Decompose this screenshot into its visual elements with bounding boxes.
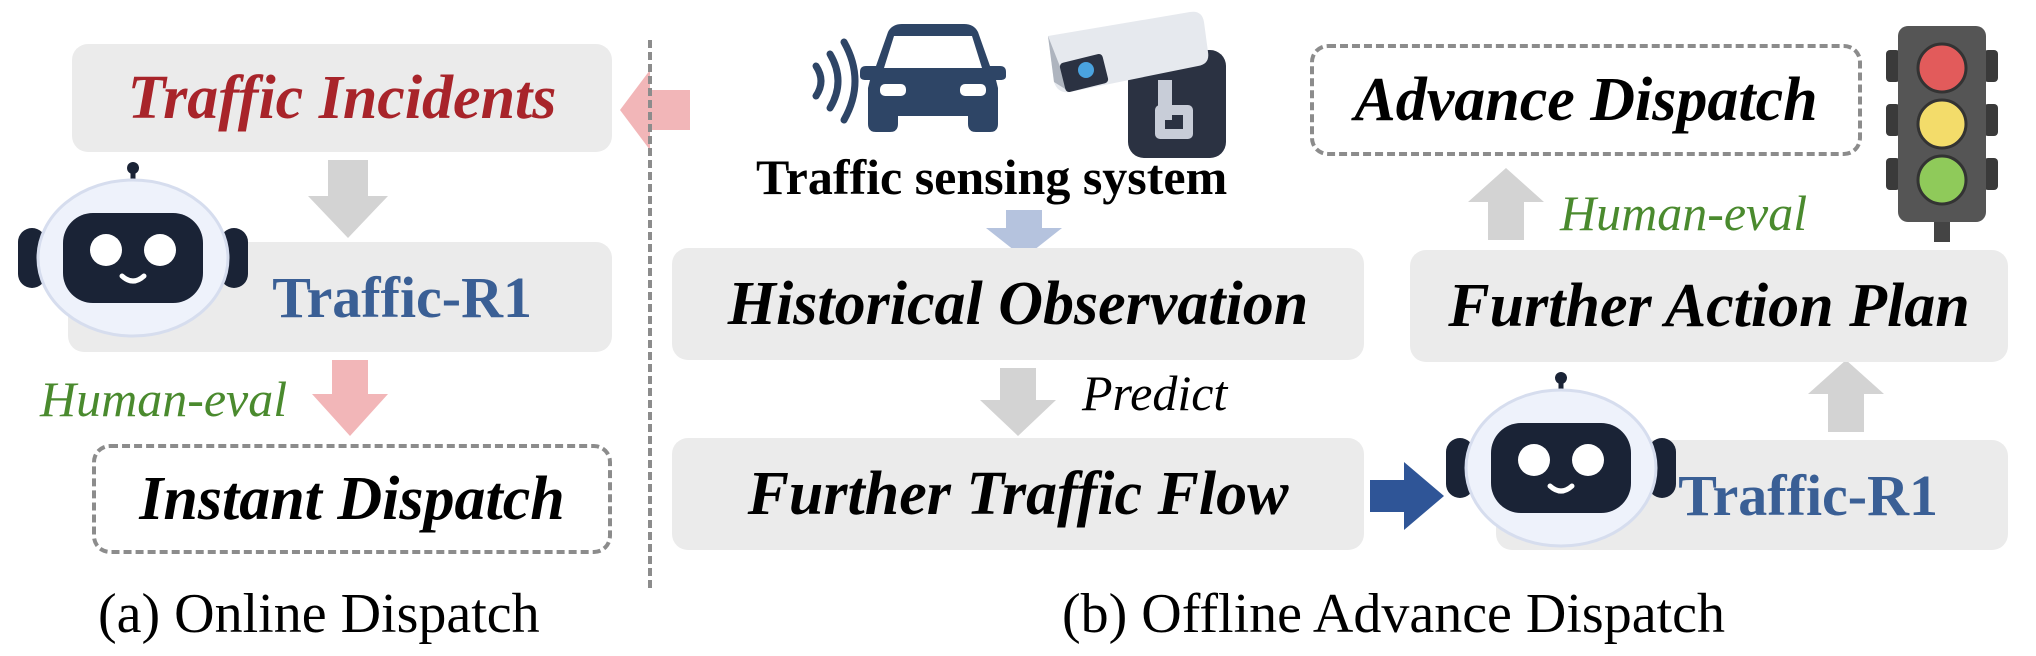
further-traffic-flow-label: Further Traffic Flow: [747, 459, 1289, 528]
advance-dispatch-box: Advance Dispatch: [1310, 44, 1862, 156]
traffic-r1-label-online: Traffic-R1: [272, 264, 532, 330]
section-divider: [648, 40, 652, 588]
predict-arrow: [980, 368, 1056, 436]
incident-feed-arrow: [620, 70, 690, 150]
car-icon: [860, 24, 1006, 132]
sensing-arrow: [986, 210, 1062, 258]
flow-to-model-arrow: [1370, 462, 1444, 530]
instant-dispatch-box: Instant Dispatch: [92, 444, 612, 554]
caption-online: (a) Online Dispatch: [98, 583, 540, 645]
traffic-incidents-label: Traffic Incidents: [127, 63, 557, 132]
predict-label: Predict: [1082, 365, 1228, 421]
further-action-plan-box: Further Action Plan: [1410, 250, 2008, 362]
further-action-plan-label: Further Action Plan: [1448, 271, 1970, 340]
traffic-incidents-box: Traffic Incidents: [72, 44, 612, 152]
up-arrow-dispatch: [1468, 168, 1544, 240]
advance-dispatch-label: Advance Dispatch: [1354, 65, 1818, 134]
signal-waves-icon: [812, 38, 859, 124]
robot-icon: [1446, 372, 1676, 548]
up-arrow-plan: [1808, 360, 1884, 432]
down-arrow-2: [312, 360, 388, 436]
historical-observation-box: Historical Observation: [672, 248, 1364, 360]
robot-icon: [18, 162, 248, 338]
traffic-light-icon: [1886, 26, 1998, 242]
traffic-r1-label-offline: Traffic-R1: [1678, 462, 1938, 528]
traffic-sensing-label: Traffic sensing system: [756, 149, 1228, 205]
further-traffic-flow-box: Further Traffic Flow: [672, 438, 1364, 550]
down-arrow-1: [308, 160, 388, 238]
historical-observation-label: Historical Observation: [727, 269, 1309, 338]
human-eval-offline: Human-eval: [1560, 185, 1808, 241]
camera-icon: [1048, 11, 1226, 158]
caption-offline: (b) Offline Advance Dispatch: [1062, 583, 1725, 645]
human-eval-online: Human-eval: [40, 371, 288, 427]
instant-dispatch-label: Instant Dispatch: [139, 464, 565, 533]
